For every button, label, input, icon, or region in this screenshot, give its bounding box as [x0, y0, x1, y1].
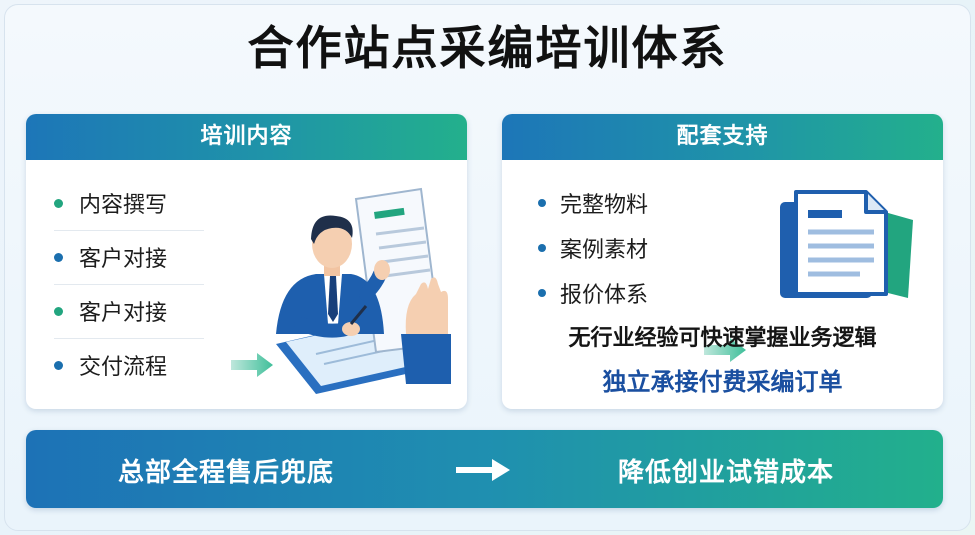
- training-item: 客户对接: [54, 284, 167, 338]
- training-item-label: 客户对接: [79, 301, 168, 326]
- bottom-right-text: 降低创业试错成本: [617, 458, 834, 488]
- divider: [54, 284, 204, 285]
- bottom-left-text: 总部全程售后兜底: [117, 458, 334, 488]
- right-arrow-icon: [231, 353, 273, 377]
- training-card: 培训内容 内容撰写 客户对接 客户对接 交付流程: [26, 114, 467, 409]
- bullet-dot: [54, 252, 63, 262]
- support-statement-highlight: 独立承接付费采编订单: [602, 368, 843, 396]
- bottom-summary-bar: 总部全程售后兜底 降低创业试错成本: [26, 430, 943, 508]
- training-list: 内容撰写 客户对接 客户对接 交付流程: [54, 176, 167, 392]
- support-item: 完整物料: [538, 180, 648, 225]
- right-arrow-icon: [456, 459, 510, 481]
- support-card: 配套支持 完整物料 案例素材 报价体系: [502, 114, 943, 409]
- page-title: 合作站点采编培训体系: [247, 21, 728, 75]
- training-item: 内容撰写: [54, 176, 167, 230]
- support-item-label: 完整物料: [560, 192, 649, 218]
- support-list: 完整物料 案例素材 报价体系: [538, 180, 648, 315]
- training-item-label: 客户对接: [79, 247, 168, 272]
- support-item-label: 报价体系: [560, 282, 649, 308]
- bullet-dot: [54, 198, 63, 208]
- support-card-header: 配套支持: [502, 114, 943, 160]
- support-item: 案例素材: [538, 225, 648, 270]
- training-item-label: 内容撰写: [79, 193, 168, 218]
- support-statement-primary: 无行业经验可快速掌握业务逻辑: [568, 326, 877, 351]
- bullet-dot: [54, 360, 63, 370]
- training-item: 交付流程: [54, 338, 167, 392]
- training-item-label: 交付流程: [79, 355, 168, 380]
- bullet-dot: [54, 306, 63, 316]
- right-arrow-icon: [704, 338, 746, 362]
- support-item-label: 案例素材: [560, 237, 649, 263]
- support-item: 报价体系: [538, 270, 648, 315]
- bullet-dot: [538, 243, 546, 252]
- divider: [54, 338, 204, 339]
- bullet-dot: [538, 288, 546, 297]
- stacked-documents-icon: [780, 190, 913, 298]
- training-card-header: 培训内容: [26, 114, 467, 160]
- divider: [54, 230, 204, 231]
- bullet-dot: [538, 198, 546, 207]
- training-item: 客户对接: [54, 230, 167, 284]
- person-signing-document-icon: [276, 187, 451, 394]
